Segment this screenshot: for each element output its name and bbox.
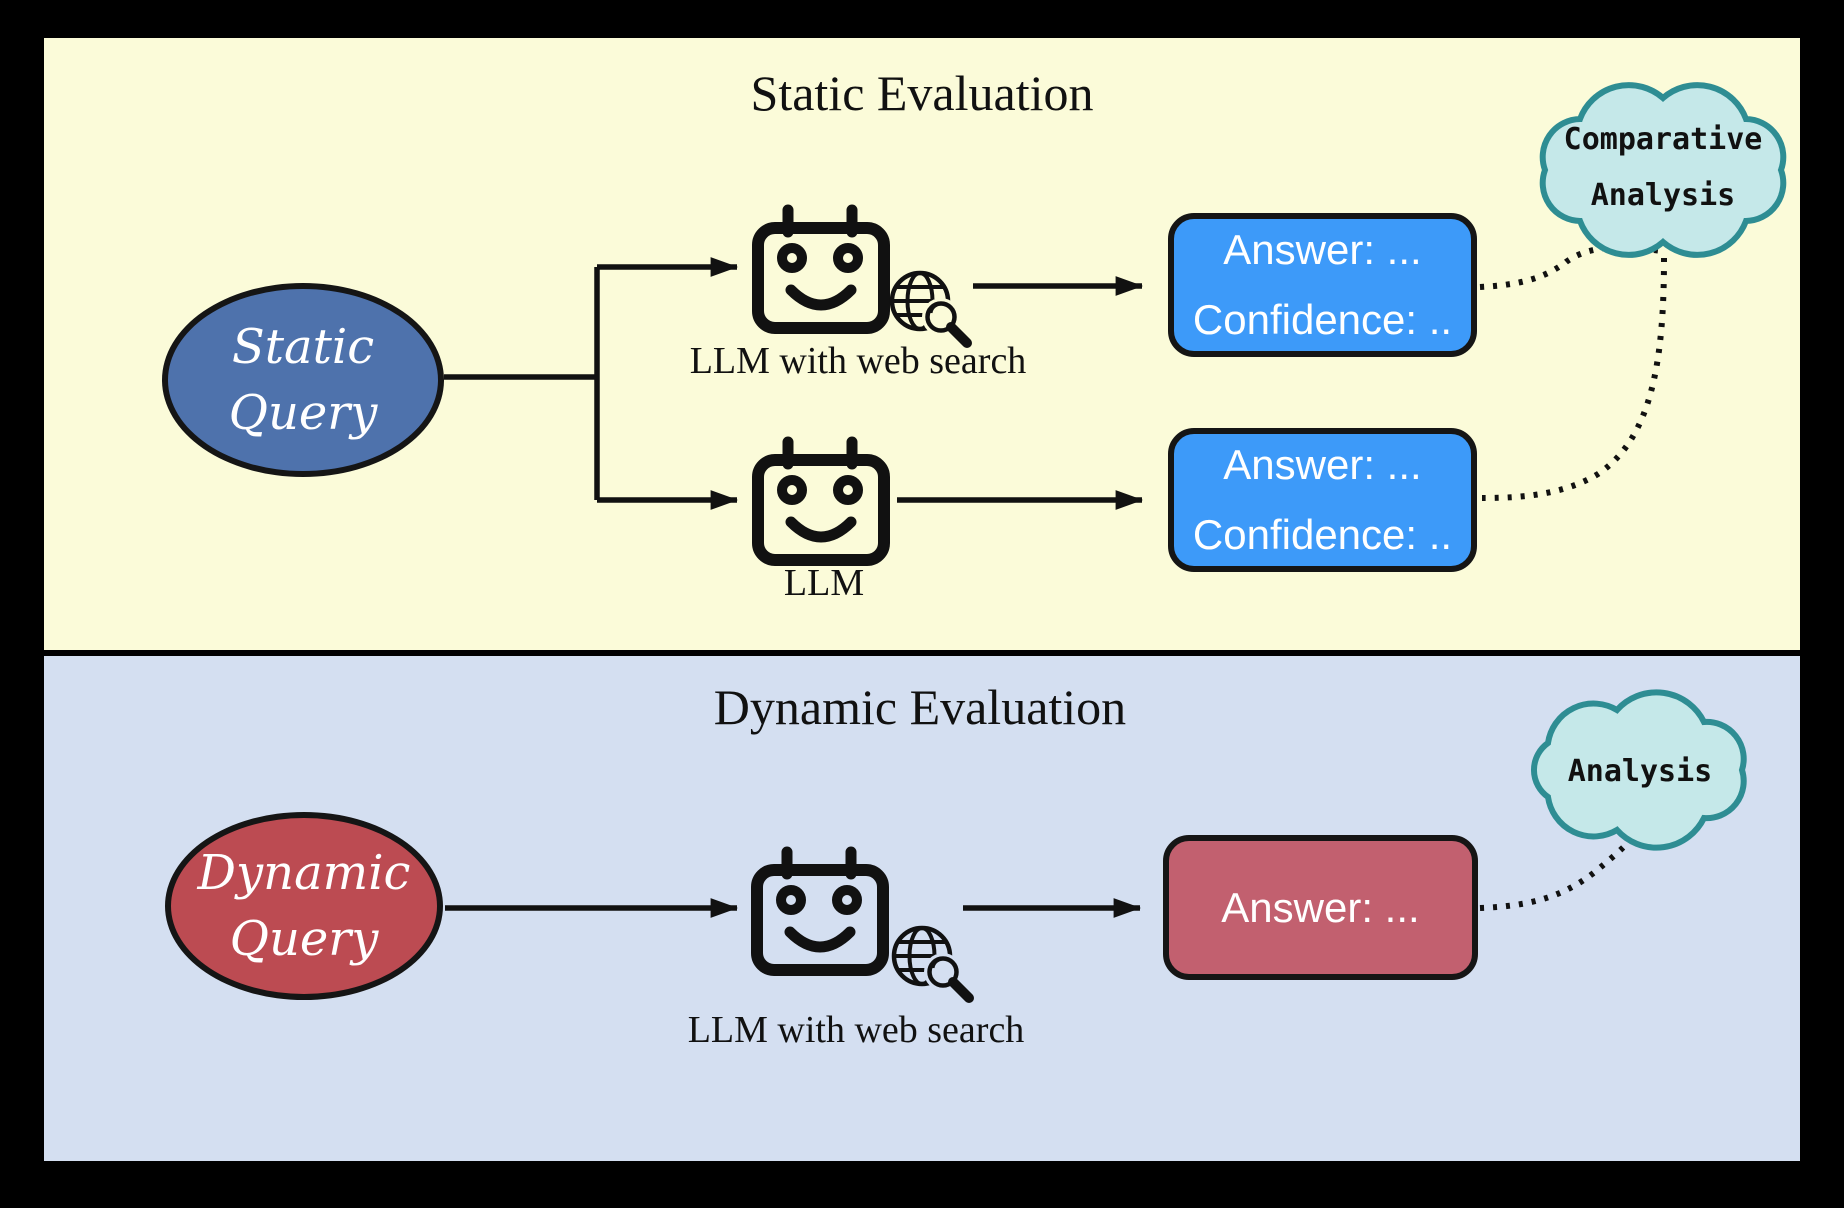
- dynamic-answer-box: Answer: ...: [1163, 835, 1478, 980]
- llm-label: LLM: [783, 562, 865, 604]
- static-answer-box-websearch: Answer: ... Confidence: ..: [1168, 213, 1477, 357]
- answer-line: Answer: ...: [1223, 226, 1422, 273]
- dynamic-section-title: Dynamic Evaluation: [713, 679, 1127, 735]
- llm-websearch-label: LLM with web search: [689, 340, 1027, 382]
- static-section-title: Static Evaluation: [750, 65, 1094, 121]
- dynamic-query-label-line1: Dynamic: [197, 845, 411, 901]
- static-query-label-line1: Static: [231, 319, 375, 375]
- dynamic-llm-websearch-label: LLM with web search: [687, 1009, 1025, 1051]
- answer-line: Answer: ...: [1223, 441, 1422, 488]
- analysis-label: Analysis: [1567, 754, 1713, 789]
- answer-line: Answer: ...: [1221, 883, 1420, 931]
- confidence-line: Confidence: ..: [1192, 296, 1453, 343]
- dynamic-query-node: Dynamic Query: [165, 812, 443, 1000]
- static-query-node: Static Query: [162, 283, 444, 477]
- confidence-line: Confidence: ..: [1192, 511, 1453, 558]
- comparative-analysis-label: Comparative Analysis: [1563, 122, 1763, 213]
- static-answer-box-llm: Answer: ... Confidence: ..: [1168, 428, 1477, 572]
- dynamic-query-label-line2: Query: [229, 911, 379, 967]
- static-query-label-line2: Query: [228, 385, 378, 441]
